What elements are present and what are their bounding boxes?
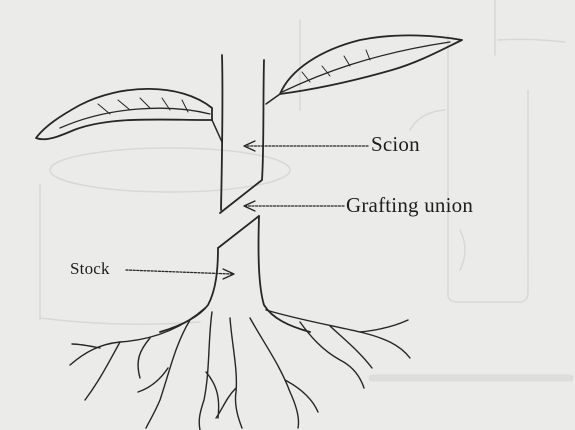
leaf-icon bbox=[266, 35, 462, 104]
grafting-union-label: Grafting union bbox=[346, 193, 473, 218]
scion-label: Scion bbox=[371, 132, 420, 157]
bleed-through-background bbox=[40, 0, 570, 378]
roots-icon bbox=[70, 308, 410, 430]
stock-label: Stock bbox=[70, 259, 110, 279]
stock-stem bbox=[160, 216, 310, 332]
grafting-union-pointer-arrow bbox=[244, 201, 344, 211]
leaf-icon bbox=[36, 89, 222, 142]
